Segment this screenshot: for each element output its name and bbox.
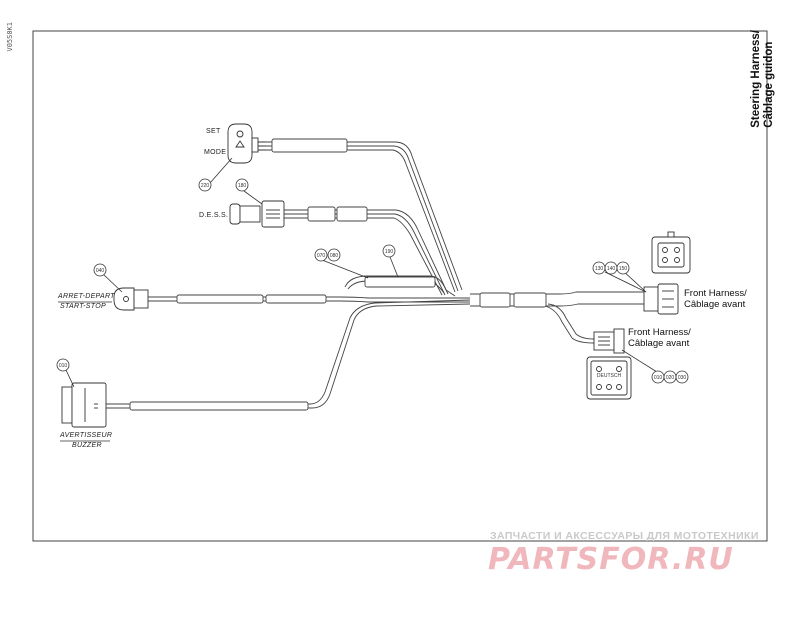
diagram-title: Steering Harness/ Câblage guidon [750,30,776,128]
callout-040: 040 [96,268,105,274]
front-harness-2-line1: Front Harness/ [628,327,691,338]
callout-130: 130 [595,266,604,272]
label-set: SET [206,128,221,135]
watermark-tagline: ЗАПЧАСТИ И АКСЕССУАРЫ ДЛЯ МОТОТЕХНИКИ [490,530,759,542]
start-stop-switch [113,287,149,311]
title-line-1: Steering Harness/ [750,30,762,128]
label-start-stop: START-STOP [60,303,106,310]
callout-140: 140 [607,266,616,272]
front-connector-face-view [651,231,691,274]
callout-010: 010 [654,375,663,381]
callout-150: 150 [619,266,628,272]
callout-220: 220 [201,183,210,189]
cable-sleeves [129,138,547,411]
deutsch-connector-face-view [586,356,632,400]
buzzer [61,382,107,428]
dess-connector [229,200,285,228]
callout-070: 070 [317,253,326,259]
callout-190: 190 [385,249,394,255]
wire-bundles [106,141,644,409]
front-harness-label-2: Front Harness/ Câblage avant [628,327,691,349]
label-arret-depart: ARRET-DEPART [58,293,115,300]
drawing-border [32,30,768,542]
label-mode: MODE [204,149,227,156]
label-avertisseur: AVERTISSEUR [60,432,113,439]
front-harness-1-line2: Câblage avant [684,299,746,310]
title-line-2: Câblage guidon [763,41,775,128]
front-harness-1-line1: Front Harness/ [684,288,747,299]
front-harness-2-line2: Câblage avant [628,338,690,349]
callout-numbers: 220 180 040 010 070 080 190 130 140 150 … [59,183,687,381]
drawing-code: V05S0K1 [6,22,14,52]
front-harness-label-1: Front Harness/ Câblage avant [684,288,747,310]
front-harness-connector-2 [593,328,625,354]
set-mode-switch [227,123,266,164]
callout-180: 180 [238,183,247,189]
watermark-logo: PARTSFOR.RU [488,542,734,577]
callouts [56,157,689,388]
label-dess: D.E.S.S. [199,212,229,219]
callout-020: 020 [666,375,675,381]
callout-010-buzzer: 010 [59,363,68,369]
label-buzzer: BUZZER [72,442,102,449]
front-harness-connector-1 [643,283,679,315]
callout-080: 080 [330,253,339,259]
deutsch-label: DEUTSCH [597,373,622,379]
label-underlines [58,301,112,442]
callout-030: 030 [678,375,687,381]
